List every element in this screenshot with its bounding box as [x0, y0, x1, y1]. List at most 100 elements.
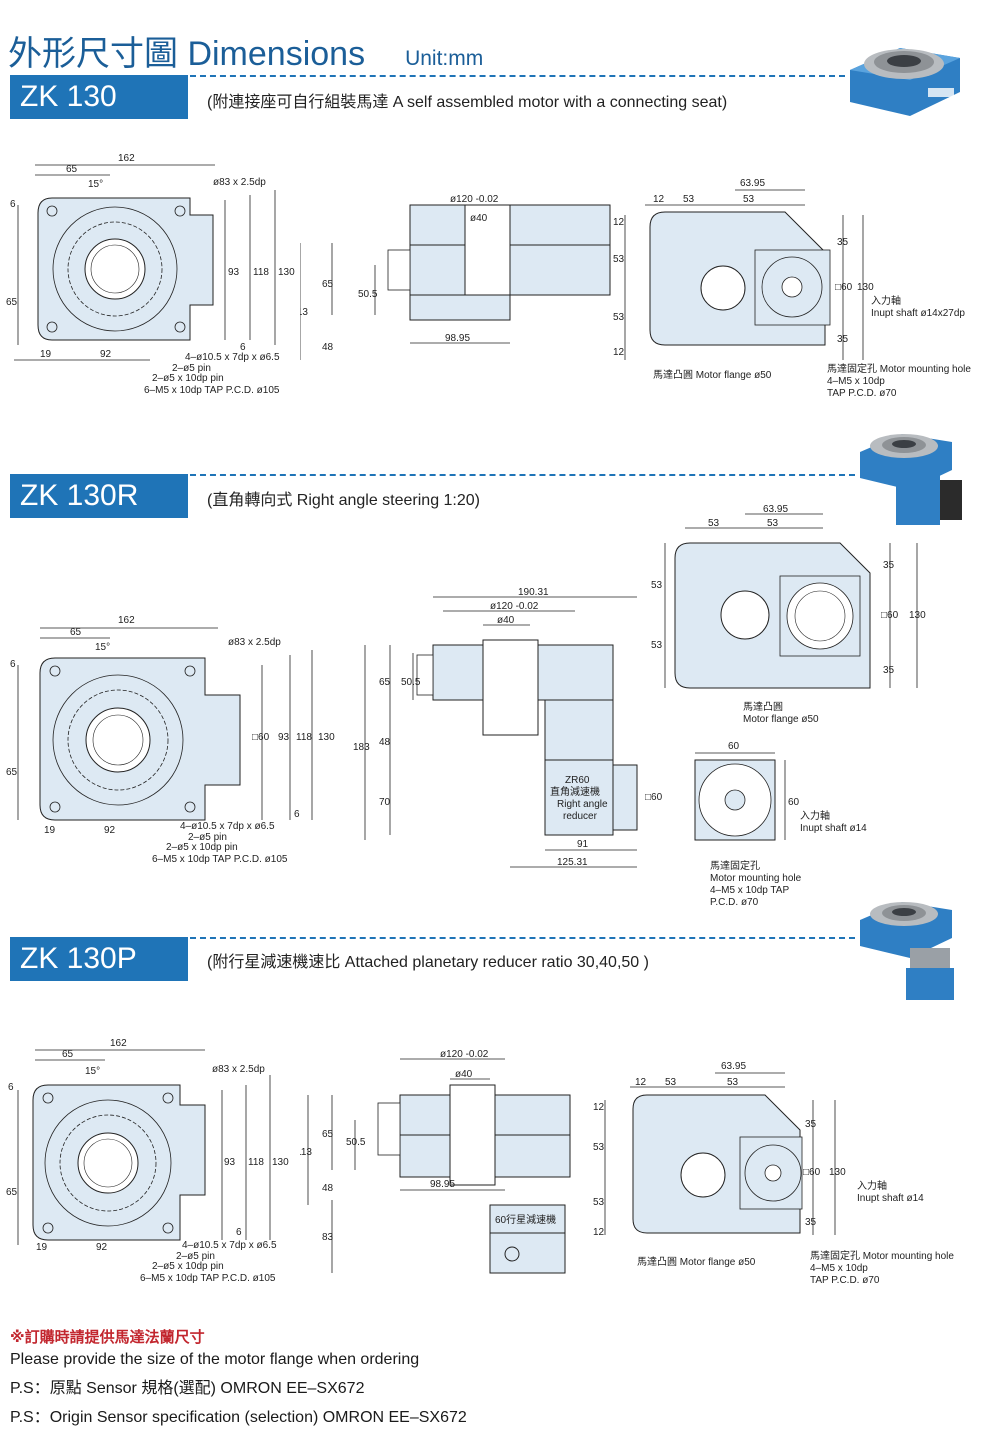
- dim-label: 65: [379, 677, 391, 688]
- callout-text: 2–ø5 pin: [176, 1251, 215, 1262]
- motor-view-dims: 63.95 53 53 53 53 35 □60 130 35 馬達凸圓 Mot…: [651, 504, 926, 725]
- dim-label: ø83 x 2.5dp: [228, 637, 281, 648]
- dim-label: 83: [322, 1232, 334, 1243]
- dim-label: 6: [8, 1082, 14, 1093]
- dim-label: 53: [708, 518, 720, 529]
- label-text: 馬達固定孔 Motor mounting hole: [810, 1249, 954, 1262]
- dim-label: 130: [318, 732, 335, 743]
- top-view-drawing: 162 65 15° ø83 x 2.5dp 6 93 118 130 65 1…: [6, 153, 295, 396]
- dim-label: 15°: [88, 179, 103, 190]
- section-divider: [190, 474, 855, 476]
- callout-text: 2–ø5 x 10dp pin: [166, 842, 238, 853]
- dim-label: 35: [883, 560, 895, 571]
- dim-label: 113: [300, 1147, 312, 1158]
- dim-label: 53: [613, 254, 625, 265]
- dim-label: 35: [837, 334, 849, 345]
- dim-label: 53: [743, 194, 755, 205]
- unit-label: Unit:mm: [405, 47, 484, 70]
- dim-label: 35: [883, 665, 895, 676]
- note-line: P.S：Origin Sensor specification (selecti…: [10, 1409, 467, 1426]
- dim-label: 35: [805, 1119, 817, 1130]
- motor-view-drawing: 63.95 12 53 53 12 53 53 12 35 □60 130 35…: [613, 178, 971, 399]
- dim-label: 12: [635, 1077, 647, 1088]
- note-line: Please provide the size of the motor fla…: [10, 1351, 420, 1368]
- dim-label: 53: [767, 518, 779, 529]
- label-text: Inupt shaft ø14x27dp: [871, 308, 965, 319]
- dim-label: 63.95: [740, 178, 765, 189]
- callout-text: 2–ø5 pin: [188, 832, 227, 843]
- label-text: 馬達凸圓: [743, 701, 783, 713]
- dim-label: 65: [62, 1049, 74, 1060]
- dim-label: 162: [118, 153, 135, 164]
- dim-label: 60: [788, 797, 800, 808]
- dim-label: □60: [835, 282, 853, 293]
- section-bar-zk130p: ZK 130P: [10, 937, 188, 981]
- section-description: (附行星減速機速比 Attached planetary reducer rat…: [207, 954, 649, 971]
- dim-label: 6: [294, 809, 300, 820]
- label-text: P.C.D. ø70: [710, 897, 759, 908]
- label-text: Motor mounting hole: [710, 873, 802, 884]
- motor-view-drawing: 63.95 12 53 53 12 53 53 12 35 □60 130 35…: [593, 1061, 954, 1286]
- dim-label: 130: [909, 610, 926, 621]
- dim-label: 93: [278, 732, 290, 743]
- section-bar-zk130: ZK 130: [10, 75, 188, 119]
- dim-label: 118: [296, 732, 312, 743]
- dim-label: 183: [353, 742, 370, 753]
- end-view-dims: 60 60 入力軸 Inupt shaft ø14 馬達固定孔 Motor mo…: [710, 741, 867, 908]
- callout-text: 6–M5 x 10dp TAP P.C.D. ø105: [152, 854, 288, 865]
- dim-label: 113: [300, 307, 308, 318]
- dim-label: 162: [118, 615, 135, 626]
- dim-label: 6: [240, 342, 246, 353]
- dim-label: 130: [857, 282, 874, 293]
- label-text: 入力軸: [871, 294, 901, 307]
- dim-label: 50.5: [401, 677, 421, 688]
- label-text: TAP P.C.D. ø70: [827, 388, 897, 399]
- section-bar-zk130r: ZK 130R: [10, 474, 188, 518]
- label-text: reducer: [563, 811, 598, 822]
- title-text: 外形尺寸圖 Dimensions: [8, 35, 366, 73]
- dim-label: □60: [881, 610, 899, 621]
- dim-label: 12: [653, 194, 665, 205]
- label-text: 4–M5 x 10dp TAP: [710, 885, 789, 896]
- section-divider: [190, 75, 845, 77]
- callout-text: 4–ø10.5 x 7dp x ø6.5: [182, 1240, 277, 1251]
- top-view-drawing: 162 65 15° ø83 x 2.5dp 6 93 118 130 65 1…: [6, 1038, 289, 1284]
- callout-text: 4–ø10.5 x 7dp x ø6.5: [180, 821, 275, 832]
- dim-label: 98.95: [445, 333, 470, 344]
- dim-label: 53: [593, 1197, 605, 1208]
- label-text: 直角減速機: [550, 785, 600, 798]
- label-text: 馬達凸圓 Motor flange ø50: [637, 1256, 756, 1268]
- dim-label: 19: [44, 825, 56, 836]
- dim-label: 48: [322, 1183, 334, 1194]
- dim-label: 65: [66, 164, 78, 175]
- label-text: TAP P.C.D. ø70: [810, 1275, 880, 1286]
- product-photo-zk130r: [860, 434, 962, 525]
- dim-label: 93: [228, 267, 240, 278]
- dim-label: 6: [236, 1227, 242, 1238]
- dim-label: 125.31: [557, 857, 588, 868]
- dim-label: 60: [728, 741, 740, 752]
- callout-text: 4–ø10.5 x 7dp x ø6.5: [185, 352, 280, 363]
- dim-label: 91: [577, 839, 589, 850]
- dim-label: 65: [6, 1187, 18, 1198]
- motor-view-dims: 63.95 12 53 53 12 53 53 12 35 □60 130 35…: [613, 178, 971, 399]
- dim-label: 93: [224, 1157, 236, 1168]
- dim-label: 118: [253, 267, 269, 278]
- side-view-dims: 190.31 ø120 -0.02 ø40 183 65 50.5 48 70 …: [353, 587, 663, 868]
- section-description: (附連接座可自行組裝馬達 A self assembled motor with…: [207, 94, 728, 111]
- dim-label: 53: [651, 640, 663, 651]
- dim-label: 65: [70, 627, 82, 638]
- label-text: Inupt shaft ø14: [857, 1193, 924, 1204]
- order-note: ※訂購時請提供馬達法蘭尺寸: [10, 1329, 205, 1346]
- section-description: (直角轉向式 Right angle steering 1:20): [207, 492, 481, 509]
- dim-label: 12: [593, 1227, 605, 1238]
- dim-label: ø40: [497, 615, 515, 626]
- dim-label: 92: [104, 825, 116, 836]
- dim-label: 6: [10, 199, 16, 210]
- dim-label: 98.95: [430, 1179, 455, 1190]
- ordering-notes: ※訂購時請提供馬達法蘭尺寸 Please provide the size of…: [10, 1326, 467, 1432]
- dim-label: 19: [40, 349, 52, 360]
- top-view-drawing: 162 65 15° ø83 x 2.5dp 6 □60 93 118 130 …: [6, 615, 335, 865]
- dim-label: 53: [683, 194, 695, 205]
- motor-view-drawing: 63.95 53 53 53 53 35 □60 130 35 馬達凸圓 Mot…: [651, 504, 926, 725]
